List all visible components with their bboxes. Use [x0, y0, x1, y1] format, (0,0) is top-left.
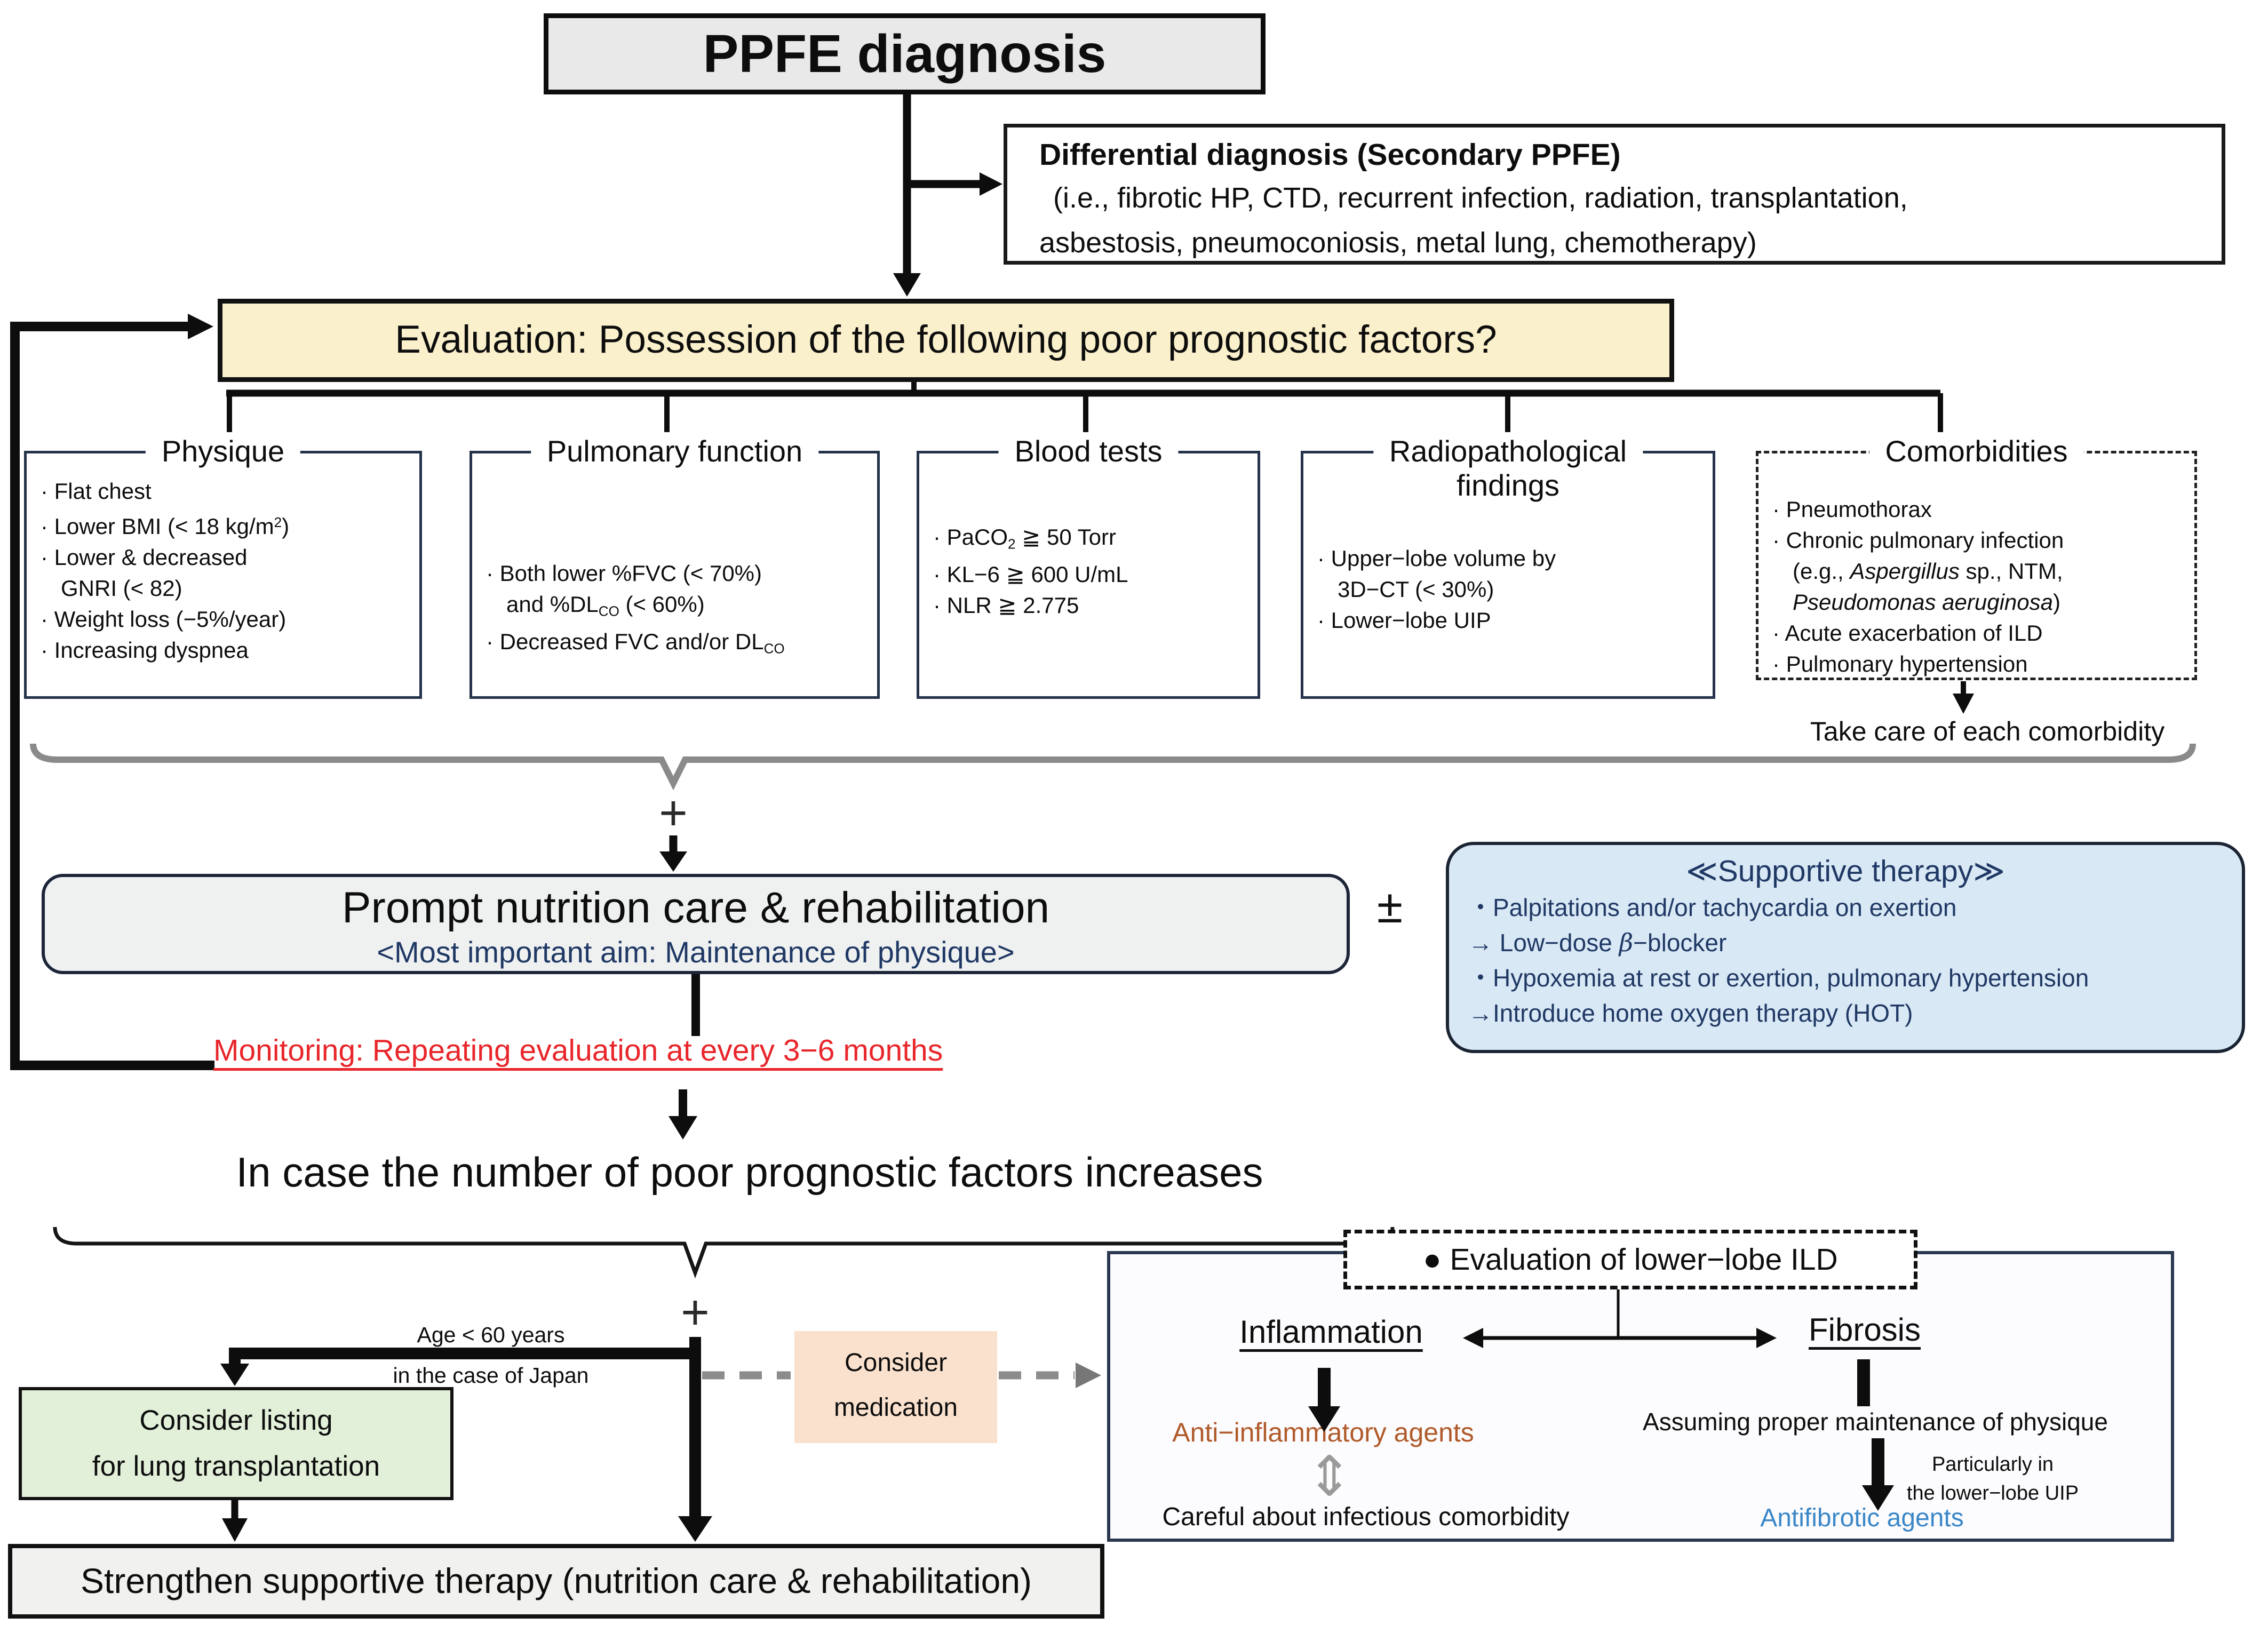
list-item: · Acute exacerbation of ILD — [1772, 620, 2043, 646]
arrowhead-to-differential — [980, 172, 1002, 196]
lung-transplantation-box: Consider listing for lung transplantatio… — [19, 1387, 453, 1500]
evaluation-lower-lobe-ild-box: ● Evaluation of lower−lobe ILD — [1343, 1230, 1917, 1289]
pulmonary-list: · Both lower %FVC (< 70%) and %DLCO (< 6… — [472, 453, 877, 664]
evaluation-box: Evaluation: Possession of the following … — [218, 299, 1674, 382]
fibrosis-label: Fibrosis — [1808, 1312, 1921, 1348]
factor-box-blood-tests: Blood tests · PaCO2 ≧ 50 Torr · KL−6 ≧ 6… — [917, 434, 1260, 699]
differential-diagnosis-box: Differential diagnosis (Secondary PPFE) … — [1004, 124, 2225, 265]
list-item: · Weight loss (−5%/year) — [41, 607, 287, 632]
list-item: · Lower BMI (< 18 kg/m2) — [41, 514, 290, 539]
increase-note: In case the number of poor prognostic fa… — [236, 1149, 1263, 1196]
supportive-line: ・Palpitations and/or tachycardia on exer… — [1468, 894, 1957, 921]
particularly-note: Particularly in the lower−lobe UIP — [1906, 1453, 2079, 1504]
supportive-therapy-box: ≪Supportive therapy≫ ・Palpitations and/o… — [1446, 842, 2245, 1053]
assuming-note: Assuming proper maintenance of physique — [1643, 1408, 2108, 1436]
arrowhead-monitor — [669, 1116, 697, 1140]
arrowhead-green-strengthen — [222, 1518, 248, 1542]
list-item: · Lower−lobe UIP — [1317, 608, 1491, 633]
list-item: · Pulmonary hypertension — [1772, 651, 2028, 676]
physique-list: · Flat chest · Lower BMI (< 18 kg/m2) · … — [27, 453, 419, 666]
list-item: · PaCO2 ≧ 50 Torr — [933, 524, 1117, 552]
supportive-line: → Low−dose β−blocker — [1468, 928, 1727, 957]
ppfe-title: PPFE diagnosis — [703, 24, 1107, 84]
radio-title: Radiopathological findings — [1373, 434, 1643, 503]
supportive-title: ≪Supportive therapy≫ — [1686, 854, 2005, 888]
strengthen-supportive-box: Strengthen supportive therapy (nutrition… — [8, 1544, 1104, 1619]
evaluation-label: Evaluation: Possession of the following … — [395, 318, 1497, 361]
take-care-note: Take care of each comorbidity — [1810, 716, 2165, 746]
factor-box-comorbidities: Comorbidities · Pneumothorax · Chronic p… — [1756, 434, 2197, 680]
differential-title: Differential diagnosis (Secondary PPFE) — [1039, 138, 1621, 172]
pulmonary-title: Pulmonary function — [530, 434, 819, 468]
list-item: · Chronic pulmonary infection — [1772, 528, 2064, 553]
factor-box-radiopathological: Radiopathological findings · Upper−lobe … — [1301, 434, 1715, 699]
arrowhead-transplant — [220, 1364, 249, 1386]
ppfe-diagnosis-box: PPFE diagnosis — [544, 13, 1266, 94]
factor-box-physique: Physique · Flat chest · Lower BMI (< 18 … — [24, 434, 422, 699]
blood-list: · PaCO2 ≧ 50 Torr · KL−6 ≧ 600 U/mL · NL… — [919, 453, 1258, 621]
careful-note: Careful about infectious comorbidity — [1162, 1503, 1570, 1531]
differential-line2: asbestosis, pneumoconiosis, metal lung, … — [1039, 227, 1757, 259]
plus-minus-sign: ± — [1376, 880, 1403, 933]
list-item: · KL−6 ≧ 600 U/mL — [933, 562, 1128, 587]
arrowhead-feedback — [188, 314, 213, 339]
underbrace — [30, 743, 2196, 791]
list-item: · NLR ≧ 2.775 — [933, 593, 1079, 618]
physique-title: Physique — [145, 434, 301, 468]
arrowhead-central — [678, 1516, 712, 1542]
list-item: Pseudomonas aeruginosa) — [1793, 590, 2061, 615]
consider-medication-box: Consider medication — [794, 1331, 997, 1443]
list-item: (e.g., Aspergillus sp., NTM, — [1793, 559, 2063, 584]
arrowhead-to-evaluation — [893, 273, 921, 297]
arrowhead-to-prompt — [659, 851, 687, 872]
list-item: · Increasing dyspnea — [41, 638, 249, 663]
antifibrotic-label: Antifibrotic agents — [1760, 1504, 1964, 1532]
nutrition-care-title: Prompt nutrition care & rehabilitation — [341, 883, 1050, 932]
list-item: GNRI (< 82) — [61, 576, 182, 601]
comorbidities-title: Comorbidities — [1869, 434, 2084, 468]
arrowhead-comorbidity — [1953, 694, 1974, 714]
list-item: · Decreased FVC and/or DLCO — [486, 629, 785, 657]
plus-sign-1: + — [659, 786, 688, 840]
list-item: 3D−CT (< 30%) — [1338, 577, 1494, 602]
nutrition-care-subtitle: <Most important aim: Maintenance of phys… — [377, 935, 1015, 969]
nutrition-care-box: Prompt nutrition care & rehabilitation <… — [42, 874, 1350, 974]
radio-list: · Upper−lobe volume by 3D−CT (< 30%) · L… — [1303, 453, 1713, 636]
plus-sign-2: + — [681, 1285, 710, 1340]
comorbidities-list: · Pneumothorax · Chronic pulmonary infec… — [1758, 453, 2194, 680]
lower-lobe-ild-panel — [1107, 1251, 2174, 1542]
list-item: and %DLCO (< 60%) — [506, 592, 705, 619]
arrowhead-dashed — [1076, 1363, 1101, 1388]
list-item: · Both lower %FVC (< 70%) — [486, 561, 762, 586]
list-item: · Lower & decreased — [41, 545, 248, 570]
blood-title: Blood tests — [998, 434, 1179, 468]
list-item: · Pneumothorax — [1772, 497, 1932, 522]
updown-arrow-icon: ⇕ — [1306, 1446, 1353, 1508]
list-item: · Upper−lobe volume by — [1317, 546, 1556, 571]
list-item: · Flat chest — [41, 479, 152, 504]
inflammation-label: Inflammation — [1239, 1314, 1423, 1350]
supportive-line: →Introduce home oxygen therapy (HOT) — [1468, 999, 1913, 1027]
differential-line1: (i.e., fibrotic HP, CTD, recurrent infec… — [1053, 182, 1908, 214]
factor-box-pulmonary-function: Pulmonary function · Both lower %FVC (< … — [469, 434, 880, 699]
age-note: Age < 60 years in the case of Japan — [393, 1323, 589, 1388]
monitoring-note: Monitoring: Repeating evaluation at ever… — [213, 1033, 943, 1068]
supportive-line: ・Hypoxemia at rest or exertion, pulmonar… — [1468, 964, 2089, 992]
